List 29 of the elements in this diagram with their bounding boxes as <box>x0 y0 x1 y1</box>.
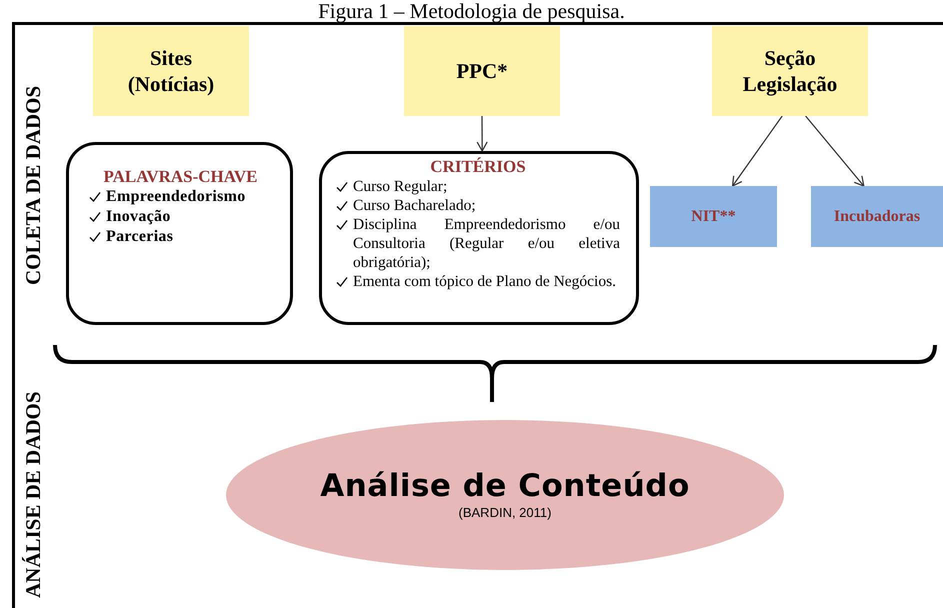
figure-title: Figura 1 – Metodologia de pesquisa. <box>317 0 626 22</box>
section-label: ANÁLISE DE DADOS <box>20 390 46 600</box>
list-item: Parcerias <box>106 227 174 247</box>
list-item: Curso Regular; <box>353 177 448 196</box>
analysis-title: Análise de Conteúdo <box>320 468 690 504</box>
list-item: Empreendedorismo <box>106 187 247 207</box>
list-heading: CRITÉRIOS <box>429 157 527 177</box>
list-item: Disciplina Empreendedorismo e/ou Consultoria (Regular e/ou eletiva obrigatória); <box>353 215 620 272</box>
source-box <box>93 26 249 116</box>
category-box <box>811 186 943 247</box>
criteria-box <box>319 151 639 325</box>
category-box <box>650 186 777 247</box>
category-label: Incubadoras <box>834 208 920 226</box>
source-label: PPC* <box>456 58 508 84</box>
list-item: Curso Bacharelado; <box>353 196 477 215</box>
arrow <box>476 116 488 152</box>
section-label: COLETA DE DADOS <box>20 84 46 287</box>
list-heading: PALAVRAS-CHAVE <box>102 167 258 187</box>
source-box <box>712 26 868 116</box>
source-label: Seção Legislação <box>742 45 838 97</box>
source-box <box>404 26 560 116</box>
source-label: Sites (Notícias) <box>126 45 216 97</box>
list-item: Ementa com tópico de Plano de Negócios. <box>353 272 618 291</box>
arrow <box>805 116 864 187</box>
list-item: Inovação <box>106 207 172 227</box>
category-label: NIT** <box>691 208 736 226</box>
citation: (BARDIN, 2011) <box>458 504 552 522</box>
criteria-box <box>66 142 293 325</box>
arrow <box>732 116 783 187</box>
